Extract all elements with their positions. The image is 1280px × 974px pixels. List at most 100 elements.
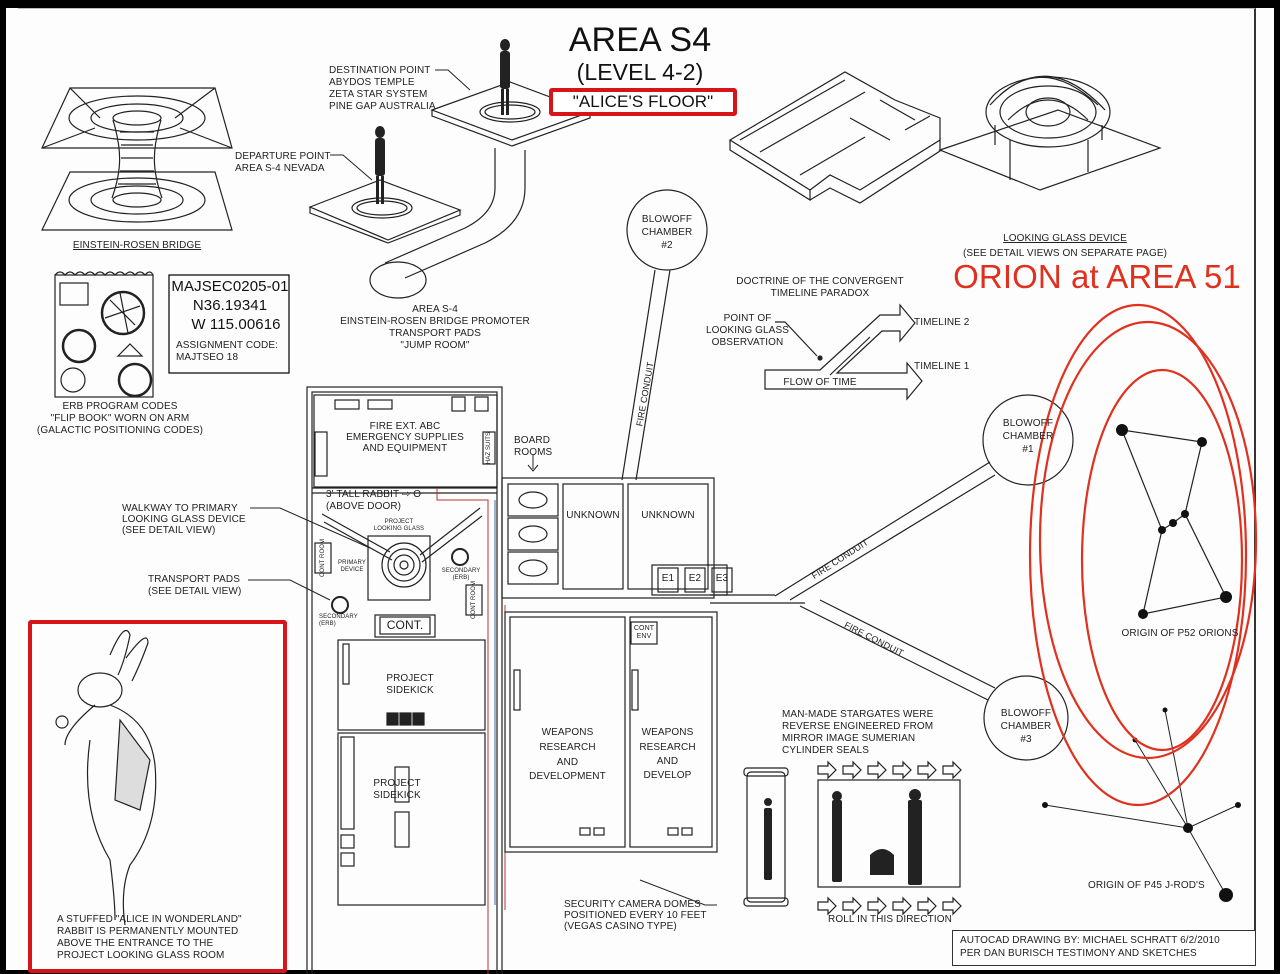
project-lg-label-1: PROJECT bbox=[384, 519, 414, 525]
timeline-diagram bbox=[764, 303, 923, 401]
weapons-rd-2: RESEARCH bbox=[539, 742, 596, 753]
einstein-rosen-bridge-drawing bbox=[41, 87, 233, 231]
level-subtitle: (LEVEL 4-2) bbox=[576, 59, 704, 85]
cont-room-label-east: CONT ROOM bbox=[471, 580, 477, 619]
isometric-floor-drawing bbox=[728, 71, 941, 204]
orion-origin-label: ORIGIN OF P52 ORIONS bbox=[1121, 628, 1239, 639]
timeline-1-label: TIMELINE 1 bbox=[914, 361, 970, 372]
primary-device-label-2: DEVICE bbox=[340, 567, 364, 573]
blowoff-3-line2: CHAMBER bbox=[1000, 721, 1052, 732]
orion-constellation bbox=[1116, 424, 1232, 619]
sidekick-upper-2: SIDEKICK bbox=[386, 685, 434, 696]
sidekick-upper-1: PROJECT bbox=[386, 673, 434, 684]
blowoff-chamber-3-outline bbox=[983, 675, 1069, 761]
weapons-dev-4: DEVELOP bbox=[643, 770, 692, 781]
room-e3: E3 bbox=[715, 573, 729, 584]
camera-callout-1: SECURITY CAMERA DOMES bbox=[564, 899, 701, 910]
roll-arrows-top bbox=[817, 760, 962, 916]
weapons-rd-1: WEAPONS bbox=[541, 727, 594, 738]
credits-box bbox=[952, 930, 1256, 966]
jump-room-drawing bbox=[308, 39, 592, 299]
secondary-erb-west-1: SECONDARY bbox=[319, 614, 358, 620]
blowoff-2-line3: #2 bbox=[661, 240, 673, 251]
observation-point-3: OBSERVATION bbox=[711, 337, 784, 348]
pads-callout-2: (SEE DETAIL VIEW) bbox=[148, 586, 242, 597]
primary-device-label-1: PRIMARY bbox=[338, 560, 366, 566]
pads-callout-1: TRANSPORT PADS bbox=[148, 574, 240, 585]
floorplan-east-wing bbox=[501, 477, 733, 853]
sumerian-seal-drawing bbox=[743, 760, 962, 916]
walkway-callout-1: WALKWAY TO PRIMARY bbox=[122, 503, 238, 514]
callout-leaders bbox=[248, 69, 717, 906]
stargates-caption-3: MIRROR IMAGE SUMERIAN bbox=[782, 733, 916, 744]
stargates-caption-4: CYLINDER SEALS bbox=[782, 745, 869, 756]
coords-latitude: N36.19341 bbox=[192, 297, 268, 314]
secondary-erb-east-2: (ERB) bbox=[452, 575, 470, 581]
unknown-room-2: UNKNOWN bbox=[641, 510, 695, 521]
blowoff-chamber-2-outline bbox=[626, 189, 708, 271]
assignment-code-value: MAJTSEO 18 bbox=[176, 352, 239, 363]
flip-book-caption-2: "FLIP BOOK" WORN ON ARM bbox=[50, 413, 190, 424]
rabbit-highlight-box bbox=[28, 620, 287, 973]
blowoff-1-line2: CHAMBER bbox=[1002, 431, 1054, 442]
jump-room-caption-3: TRANSPORT PADS bbox=[389, 328, 481, 339]
departure-label-2: AREA S-4 NEVADA bbox=[235, 163, 325, 174]
observation-point-1: POINT OF bbox=[723, 313, 772, 324]
blowoff-3-line1: BLOWOFF bbox=[1000, 708, 1052, 719]
rabbit-caption-4: PROJECT LOOKING GLASS ROOM bbox=[57, 950, 225, 961]
supplies-label-1: FIRE EXT. ABC bbox=[369, 421, 441, 432]
cont-label: CONT. bbox=[386, 618, 424, 632]
sidekick-lower-1: PROJECT bbox=[373, 778, 421, 789]
blowoff-2-line1: BLOWOFF bbox=[641, 214, 693, 225]
sidekick-lower-2: SIDEKICK bbox=[373, 790, 421, 801]
drawing-sheet bbox=[6, 8, 1274, 970]
fire-conduits bbox=[621, 269, 996, 701]
flow-of-time-label: FLOW OF TIME bbox=[783, 377, 857, 388]
weapons-rd-3: AND bbox=[556, 757, 579, 768]
board-rooms-label-2: ROOMS bbox=[514, 447, 553, 458]
walkway-callout-2: LOOKING GLASS DEVICE bbox=[122, 514, 246, 525]
destination-label-3: ZETA STAR SYSTEM bbox=[329, 89, 428, 100]
weapons-dev-3: AND bbox=[656, 756, 679, 767]
weapons-dev-2: RESEARCH bbox=[639, 742, 696, 753]
roll-direction-label: ROLL IN THIS DIRECTION bbox=[828, 914, 952, 925]
jrod-origin-label: ORIGIN OF P45 J-ROD'S bbox=[1088, 880, 1205, 891]
haz-suits-label: HAZ SUITS bbox=[486, 431, 492, 465]
cont-env-label-1: CONT bbox=[633, 625, 655, 632]
secondary-erb-west-2: (ERB) bbox=[319, 621, 336, 627]
looking-glass-note: (SEE DETAIL VIEWS ON SEPARATE PAGE) bbox=[962, 248, 1168, 259]
coords-code: MAJSEC0205-01 bbox=[171, 278, 289, 295]
weapons-rd-4: DEVELOPMENT bbox=[529, 771, 606, 782]
supplies-label-3: AND EQUIPMENT bbox=[362, 443, 448, 454]
board-rooms-label-1: BOARD bbox=[514, 435, 551, 446]
room-e1: E1 bbox=[661, 573, 675, 584]
blowoff-chamber-1-outline bbox=[982, 394, 1074, 486]
weapons-dev-1: WEAPONS bbox=[641, 727, 694, 738]
assignment-code-label: ASSIGNMENT CODE: bbox=[176, 340, 278, 351]
credits-line-1: AUTOCAD DRAWING BY: MICHAEL SCHRATT 6/2/… bbox=[960, 935, 1220, 946]
flip-book-caption-1: ERB PROGRAM CODES bbox=[62, 401, 178, 412]
stargates-caption-1: MAN-MADE STARGATES WERE bbox=[782, 709, 934, 720]
einstein-rosen-caption: EINSTEIN-ROSEN BRIDGE bbox=[72, 240, 202, 251]
jump-room-caption-4: "JUMP ROOM" bbox=[400, 340, 470, 351]
room-e2: E2 bbox=[688, 573, 702, 584]
rabbit-caption-2: RABBIT IS PERMANENTLY MOUNTED bbox=[57, 926, 239, 937]
jrod-constellation bbox=[1042, 707, 1241, 902]
destination-label-4: PINE GAP AUSTRALIA bbox=[329, 101, 436, 112]
rabbit-caption-3: ABOVE THE ENTRANCE TO THE bbox=[57, 938, 214, 949]
coords-card-border bbox=[168, 274, 290, 374]
page-title: AREA S4 bbox=[568, 21, 712, 59]
secondary-erb-east-1: SECONDARY bbox=[441, 568, 481, 574]
blowoff-2-line2: CHAMBER bbox=[641, 227, 693, 238]
rabbit-marker-label: 3' TALL RABBIT ⇨ O bbox=[326, 489, 422, 500]
unknown-room-1: UNKNOWN bbox=[566, 510, 620, 521]
alices-floor-badge: "ALICE'S FLOOR" bbox=[549, 88, 737, 116]
blowoff-1-line1: BLOWOFF bbox=[1002, 418, 1054, 429]
flip-book-drawing bbox=[54, 271, 154, 398]
drawing-border bbox=[18, 8, 1256, 965]
timeline-title-1: DOCTRINE OF THE CONVERGENT bbox=[736, 276, 904, 287]
rabbit-caption-1: A STUFFED "ALICE IN WONDERLAND" bbox=[57, 914, 242, 925]
flip-book-caption-3: (GALACTIC POSITIONING CODES) bbox=[36, 425, 204, 436]
looking-glass-device-drawing bbox=[938, 75, 1162, 191]
